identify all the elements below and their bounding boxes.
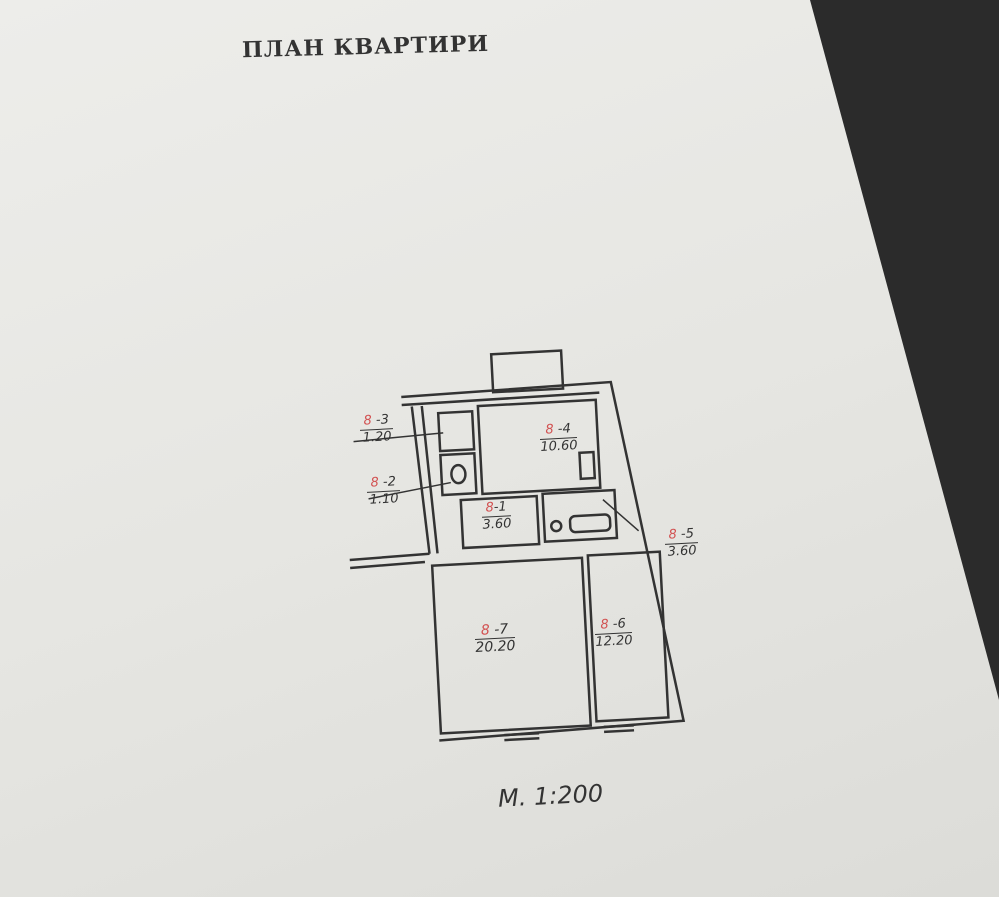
sink-icon (549, 519, 563, 533)
room-number: -2 (382, 474, 397, 491)
room-prefix: 8 (600, 617, 610, 633)
corridor-wall (349, 552, 430, 570)
room-prefix: 8 (480, 622, 491, 639)
room-number: -4 (557, 421, 572, 438)
room-prefix: 8 (545, 422, 555, 438)
room-area: 12.20 (595, 633, 634, 650)
room-number: -1 (493, 499, 508, 516)
room-area: 1.20 (362, 429, 392, 446)
stove-icon (578, 450, 597, 481)
outer-wall-inner (401, 391, 600, 407)
room-number: -3 (375, 412, 390, 429)
windows (504, 724, 635, 742)
room-prefix: 8 (363, 413, 373, 429)
room-4 (476, 398, 602, 496)
room-5 (541, 488, 619, 544)
room-2 (439, 451, 478, 497)
bathtub-icon (568, 513, 612, 534)
toilet-icon (450, 463, 467, 485)
room-number: -7 (493, 621, 509, 639)
leader-lines (353, 432, 640, 532)
room-number: -5 (680, 526, 695, 543)
balcony (489, 349, 565, 394)
room-prefix: 8 (668, 527, 678, 543)
room-number: -6 (612, 616, 627, 633)
room-6 (586, 550, 670, 723)
room-prefix: 8 (370, 475, 380, 491)
room-area: 20.20 (475, 637, 516, 657)
room-area: 3.60 (482, 516, 512, 533)
room-3 (436, 410, 476, 453)
left-wall (410, 405, 439, 554)
room-area: 10.60 (540, 438, 579, 455)
scale-label: М. 1:200 (497, 779, 604, 813)
room-area: 1.10 (369, 491, 399, 508)
room-7 (430, 556, 593, 735)
room-1 (459, 494, 541, 550)
room-area: 3.60 (667, 543, 697, 560)
